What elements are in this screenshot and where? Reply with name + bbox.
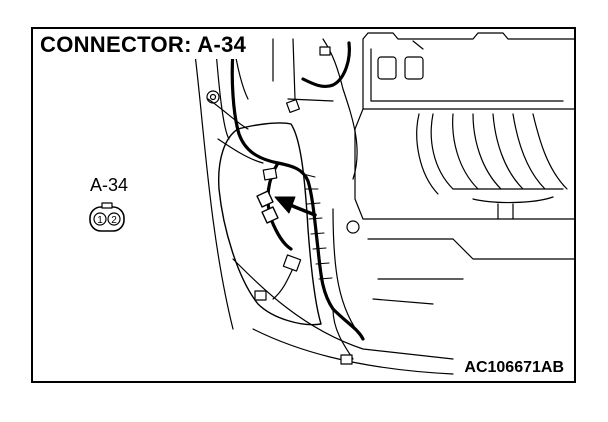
connector-face-icon (89, 202, 125, 232)
pin-2-label: 2 (111, 215, 117, 226)
pin-1-label: 1 (97, 215, 103, 226)
reference-code: AC106671AB (462, 359, 566, 377)
engine-bay-illustration: 1 2 (89, 32, 574, 375)
pointer-arrow-icon (274, 196, 317, 217)
headlight-housing (217, 122, 322, 326)
diagram-title: CONNECTOR: A-34 (39, 32, 250, 59)
wiring-harness-taped (302, 173, 333, 280)
diagram-frame: CONNECTOR: A-34 A-34 (31, 27, 576, 383)
ground-terminal (206, 90, 220, 104)
connector-label: A-34 (90, 175, 129, 195)
engine-block (346, 32, 574, 305)
small-connectors (254, 46, 353, 365)
connector-a34-location (256, 190, 279, 224)
thin-wires (207, 98, 354, 360)
